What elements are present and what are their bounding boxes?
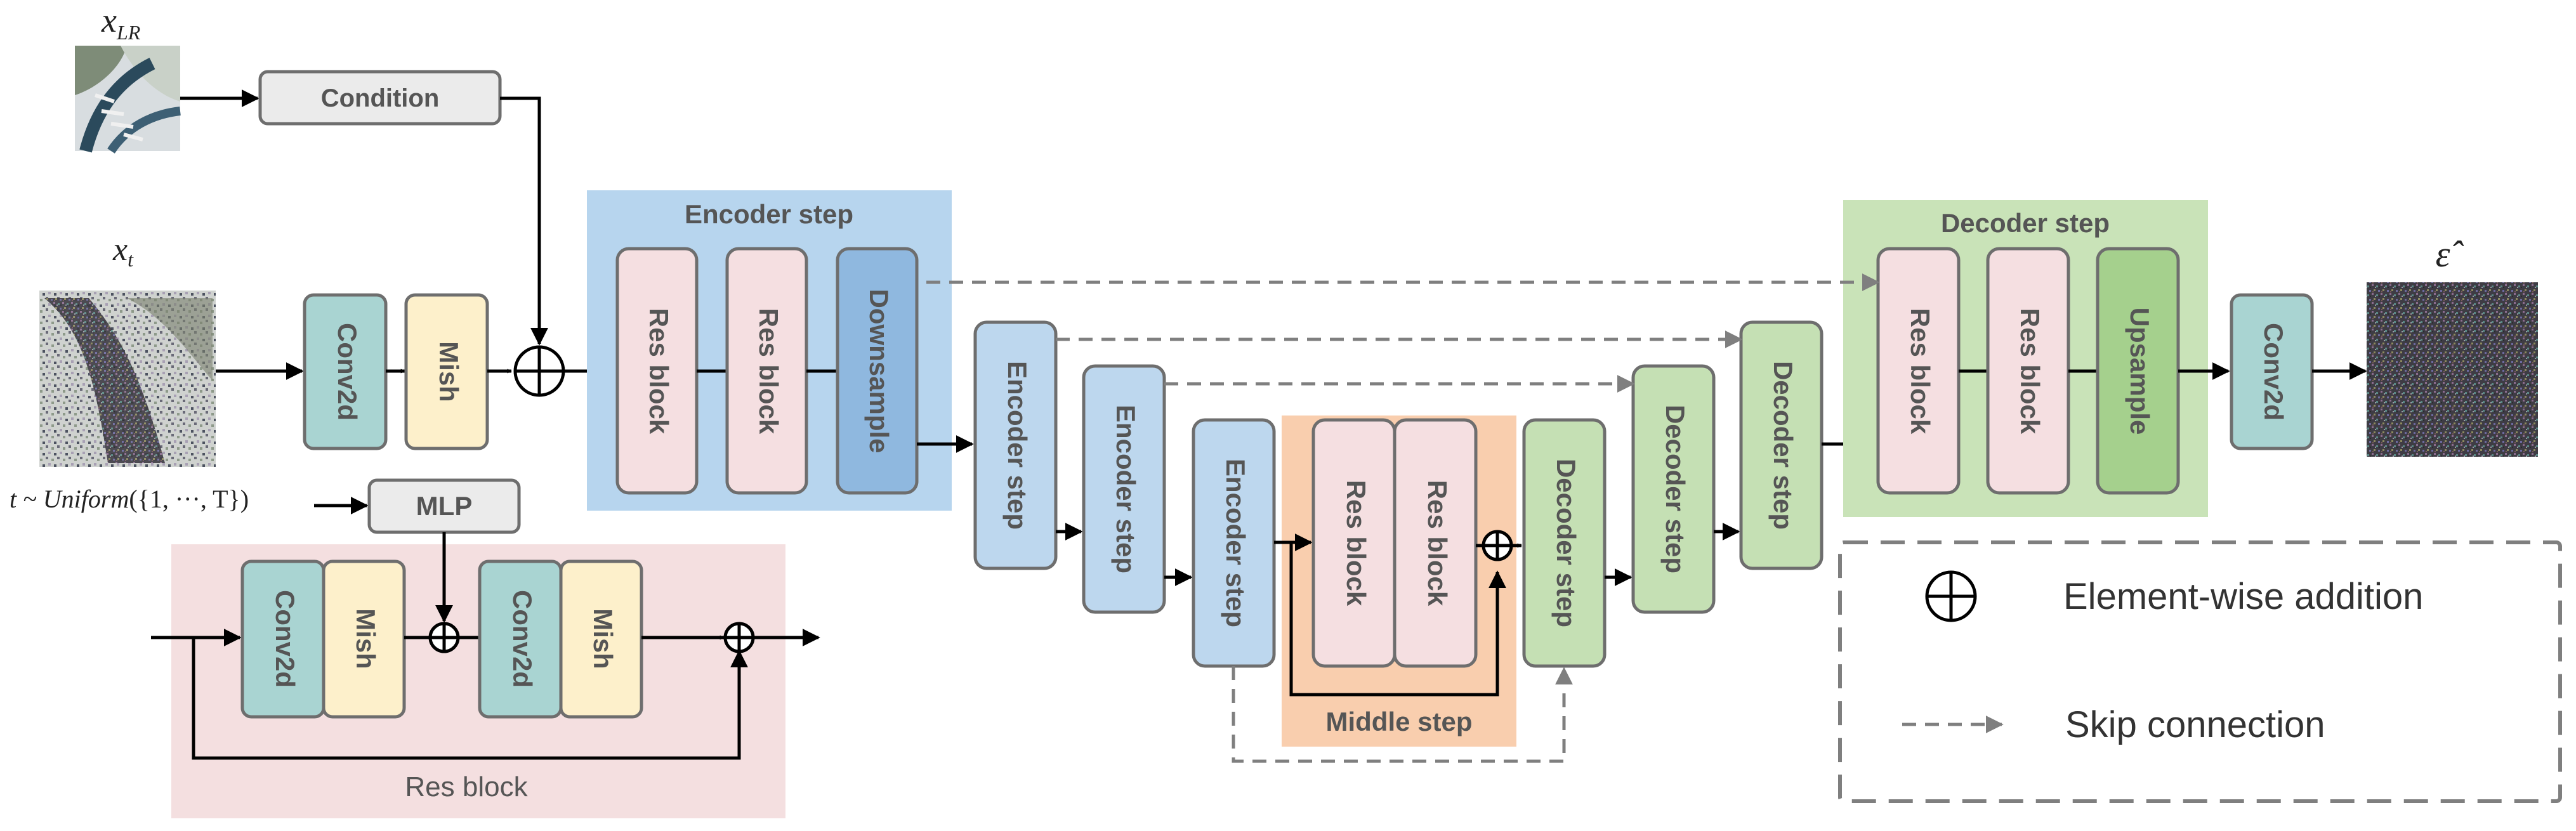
decoder-step-panel: Decoder step Res block Res block Upsampl… — [1843, 200, 2208, 517]
svg-text:Mish: Mish — [351, 608, 381, 669]
legend-addition-icon — [1925, 570, 1977, 622]
svg-text:Conv2d: Conv2d — [332, 323, 362, 421]
x-lr-image — [75, 46, 181, 154]
output-epsilon-hat: ε̂ — [2367, 233, 2538, 457]
legend-addition-label: Element-wise addition — [2063, 576, 2423, 617]
svg-text:Encoder step: Encoder step — [1221, 459, 1251, 627]
timestep-label: t ~ Uniform({1, ···, T}) — [10, 485, 249, 513]
svg-text:Conv2d: Conv2d — [270, 590, 300, 688]
svg-text:Mish: Mish — [588, 608, 618, 669]
decoder-res-block-1: Res block — [1876, 247, 1961, 495]
element-wise-add-input — [513, 345, 565, 397]
element-wise-add-res-2 — [723, 622, 755, 653]
svg-text:MLP: MLP — [416, 491, 473, 521]
conv2d-input-block: Conv2d — [303, 293, 388, 450]
encoder-res-block-1: Res block — [615, 247, 699, 495]
middle-step-panel: Middle step Res block Res block — [1274, 416, 1516, 747]
res-conv2d-1: Conv2d — [240, 559, 325, 719]
element-wise-add-middle — [1482, 530, 1513, 561]
upsample-block: Upsample — [2096, 247, 2180, 495]
skip-connection-4 — [1232, 666, 1573, 763]
res-mish-1: Mish — [322, 559, 406, 719]
svg-text:Res block: Res block — [1905, 308, 1935, 435]
res-block-detail-panel: Res block Conv2d Mish Conv2d Mish — [151, 532, 820, 818]
output-label: ε̂ — [2436, 233, 2464, 275]
encoder-step-panel: Encoder step Res block Res block Downsam… — [587, 190, 952, 511]
res-skip-arrow — [192, 638, 748, 760]
x-t-input: xt — [39, 232, 216, 467]
svg-text:Upsample: Upsample — [2125, 308, 2155, 435]
res-block-caption: Res block — [405, 771, 528, 802]
legend: Element-wise addition Skip connection — [1838, 540, 2562, 803]
svg-text:Condition: Condition — [321, 84, 440, 112]
svg-text:Decoder step: Decoder step — [1768, 361, 1798, 530]
svg-text:Conv2d: Conv2d — [508, 590, 537, 688]
svg-text:Decoder step: Decoder step — [1941, 208, 2110, 238]
svg-text:Res block: Res block — [1423, 480, 1452, 606]
encoder-step-2: Encoder step — [973, 320, 1058, 570]
x-t-image — [39, 291, 216, 467]
svg-text:Res block: Res block — [1341, 480, 1371, 606]
decoder-step-3: Decoder step — [1739, 320, 1824, 570]
mlp-block: MLP — [367, 478, 521, 534]
svg-text:Downsample: Downsample — [864, 289, 894, 453]
condition-block: Condition — [258, 70, 502, 126]
svg-text:Res block: Res block — [754, 308, 784, 435]
svg-text:Conv2d: Conv2d — [2259, 323, 2289, 421]
middle-residual-arrow — [1289, 542, 1506, 697]
skip-connections — [926, 273, 1880, 763]
encoder-step-4: Encoder step — [1192, 418, 1276, 668]
conv2d-output-block: Conv2d — [2230, 293, 2314, 450]
svg-text:Decoder step: Decoder step — [1551, 459, 1581, 627]
x-lr-input: xLR — [75, 1, 181, 154]
svg-text:Encoder step: Encoder step — [1002, 361, 1032, 530]
res-conv2d-2: Conv2d — [478, 559, 563, 719]
legend-skip-label: Skip connection — [2065, 704, 2325, 745]
svg-text:Middle step: Middle step — [1325, 707, 1472, 736]
svg-text:Res block: Res block — [2015, 308, 2045, 435]
element-wise-add-res-1 — [428, 622, 460, 653]
svg-text:Encoder step: Encoder step — [1111, 405, 1141, 573]
middle-res-block-1: Res block — [1311, 418, 1396, 668]
middle-res-block-2: Res block — [1393, 418, 1478, 668]
res-mish-2: Mish — [559, 559, 643, 719]
decoder-res-block-2: Res block — [1986, 247, 2070, 495]
encoder-res-block-2: Res block — [725, 247, 808, 495]
x-lr-label: xLR — [101, 1, 141, 44]
x-t-label: xt — [112, 232, 134, 271]
downsample-block: Downsample — [836, 247, 919, 495]
condition-to-add-arrow — [500, 96, 548, 346]
output-noise-image — [2367, 282, 2538, 457]
timestep-input: t ~ Uniform({1, ···, T}) — [10, 485, 249, 513]
svg-text:Mish: Mish — [434, 341, 464, 402]
svg-text:Res block: Res block — [644, 308, 674, 435]
svg-text:Decoder step: Decoder step — [1660, 405, 1690, 573]
decoder-step-1: Decoder step — [1522, 418, 1607, 668]
encoder-step-3: Encoder step — [1082, 364, 1166, 614]
decoder-step-2: Decoder step — [1631, 364, 1716, 614]
svg-text:Encoder step: Encoder step — [685, 199, 853, 229]
mish-input-block: Mish — [404, 293, 489, 450]
